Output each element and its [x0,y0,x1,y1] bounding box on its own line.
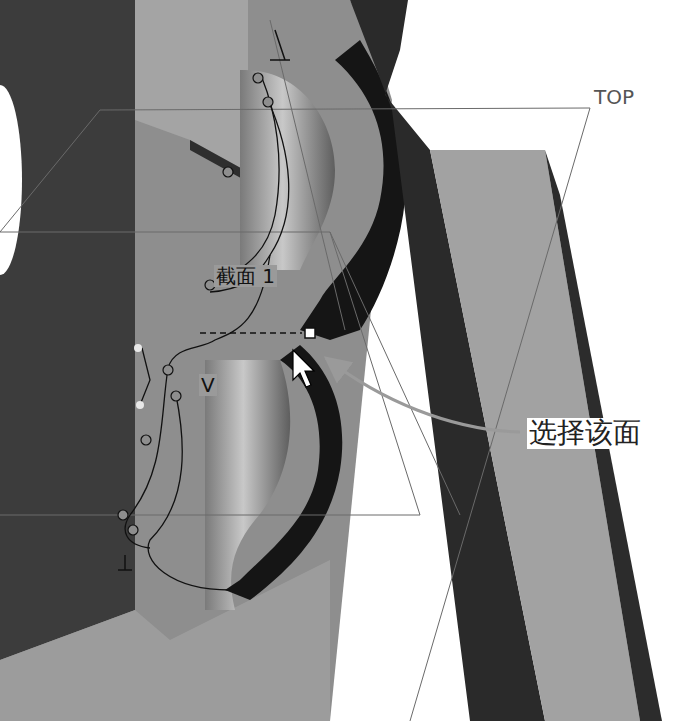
plane-name: TOP [592,86,636,108]
callout-text: 选择该面 [527,418,643,449]
constraint-symbol: V [199,374,217,396]
section-name: 截面 1 [214,265,277,287]
